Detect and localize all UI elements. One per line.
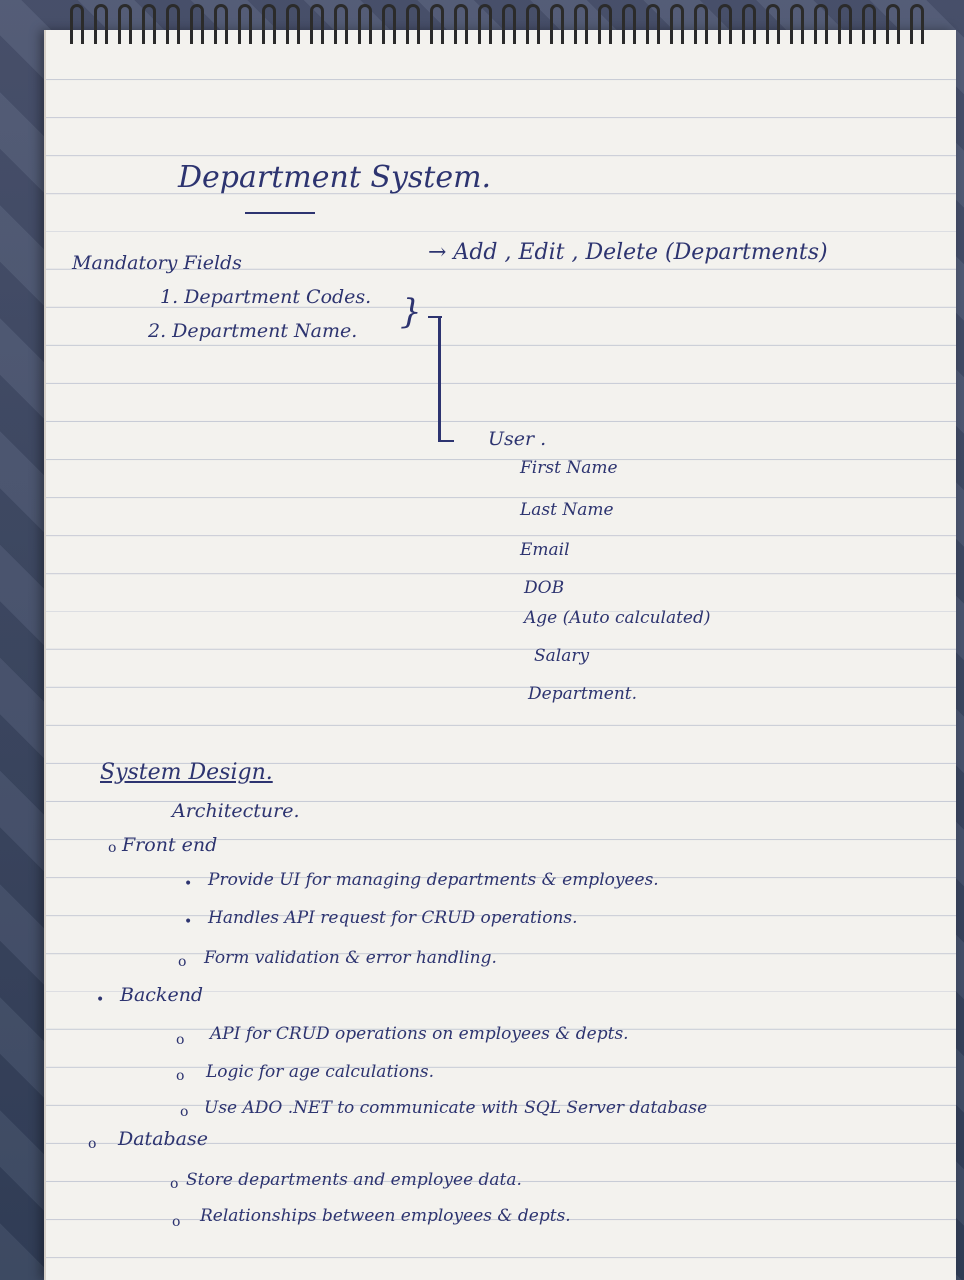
spiral-ring — [766, 4, 780, 44]
crud-arrow-text: → Add , Edit , Delete (Departments) — [428, 240, 828, 265]
user-field: Age (Auto calculated) — [524, 608, 711, 628]
bullet: o — [176, 1032, 185, 1048]
spiral-ring — [70, 4, 84, 44]
user-field: First Name — [520, 458, 618, 478]
connector-bottom — [438, 440, 454, 442]
spiral-ring — [238, 4, 252, 44]
spiral-ring — [670, 4, 684, 44]
spiral-ring — [190, 4, 204, 44]
spiral-ring — [526, 4, 540, 44]
spiral-ring — [286, 4, 300, 44]
spiral-ring — [430, 4, 444, 44]
spiral-ring — [118, 4, 132, 44]
database-item: Store departments and employee data. — [186, 1170, 522, 1190]
spiral-binding — [70, 0, 960, 48]
title-underline — [245, 212, 315, 214]
spiral-ring — [382, 4, 396, 44]
connector-line — [438, 316, 441, 442]
bullet: o — [108, 840, 117, 856]
database-item: Relationships between employees & depts. — [200, 1206, 571, 1226]
user-label: User . — [488, 428, 547, 450]
spiral-ring — [718, 4, 732, 44]
user-field: Last Name — [520, 500, 614, 520]
brace: } — [400, 292, 422, 332]
spiral-ring — [550, 4, 564, 44]
spiral-ring — [694, 4, 708, 44]
spiral-ring — [502, 4, 516, 44]
page-title: Department System. — [178, 160, 492, 195]
spiral-ring — [334, 4, 348, 44]
spiral-ring — [790, 4, 804, 44]
spiral-ring — [574, 4, 588, 44]
mandatory-item: 2. Department Name. — [148, 320, 358, 342]
frontend-item: Handles API request for CRUD operations. — [208, 908, 578, 928]
bullet: o — [176, 1068, 185, 1084]
spiral-ring — [646, 4, 660, 44]
bullet: o — [172, 1214, 181, 1230]
spiral-ring — [598, 4, 612, 44]
bullet: o — [88, 1136, 97, 1152]
mandatory-item: 1. Department Codes. — [160, 286, 372, 308]
page-edge — [44, 30, 46, 1280]
backend-item: Logic for age calculations. — [206, 1062, 435, 1082]
connector-top — [428, 316, 442, 318]
spiral-ring — [838, 4, 852, 44]
spiral-ring — [454, 4, 468, 44]
spiral-ring — [742, 4, 756, 44]
spiral-ring — [910, 4, 924, 44]
spiral-ring — [262, 4, 276, 44]
backend-item: Use ADO .NET to communicate with SQL Ser… — [204, 1098, 708, 1118]
spiral-ring — [886, 4, 900, 44]
frontend-item: Form validation & error handling. — [204, 948, 497, 968]
architecture-subtitle: Architecture. — [172, 800, 300, 822]
bullet: • — [184, 914, 193, 930]
bullet: o — [178, 954, 187, 970]
spiral-ring — [478, 4, 492, 44]
bullet: o — [180, 1104, 189, 1120]
spiral-ring — [862, 4, 876, 44]
bullet: o — [170, 1176, 179, 1192]
notebook-page — [44, 30, 956, 1280]
mandatory-fields-label: Mandatory Fields — [72, 252, 242, 274]
database-label: Database — [118, 1128, 209, 1150]
user-field: Email — [520, 540, 570, 560]
spiral-ring — [310, 4, 324, 44]
spiral-ring — [94, 4, 108, 44]
spiral-ring — [142, 4, 156, 44]
user-field: Salary — [534, 646, 590, 666]
bullet: • — [96, 992, 105, 1008]
spiral-ring — [358, 4, 372, 44]
spiral-ring — [214, 4, 228, 44]
frontend-label: Front end — [122, 834, 218, 856]
spiral-ring — [166, 4, 180, 44]
system-design-title: System Design. — [100, 760, 273, 785]
frontend-item: Provide UI for managing departments & em… — [208, 870, 659, 890]
spiral-ring — [622, 4, 636, 44]
bullet: • — [184, 876, 193, 892]
backend-item: API for CRUD operations on employees & d… — [210, 1024, 629, 1044]
backend-label: Backend — [120, 984, 204, 1006]
spiral-ring — [814, 4, 828, 44]
spiral-ring — [406, 4, 420, 44]
user-field: DOB — [524, 578, 565, 598]
user-field: Department. — [528, 684, 638, 704]
